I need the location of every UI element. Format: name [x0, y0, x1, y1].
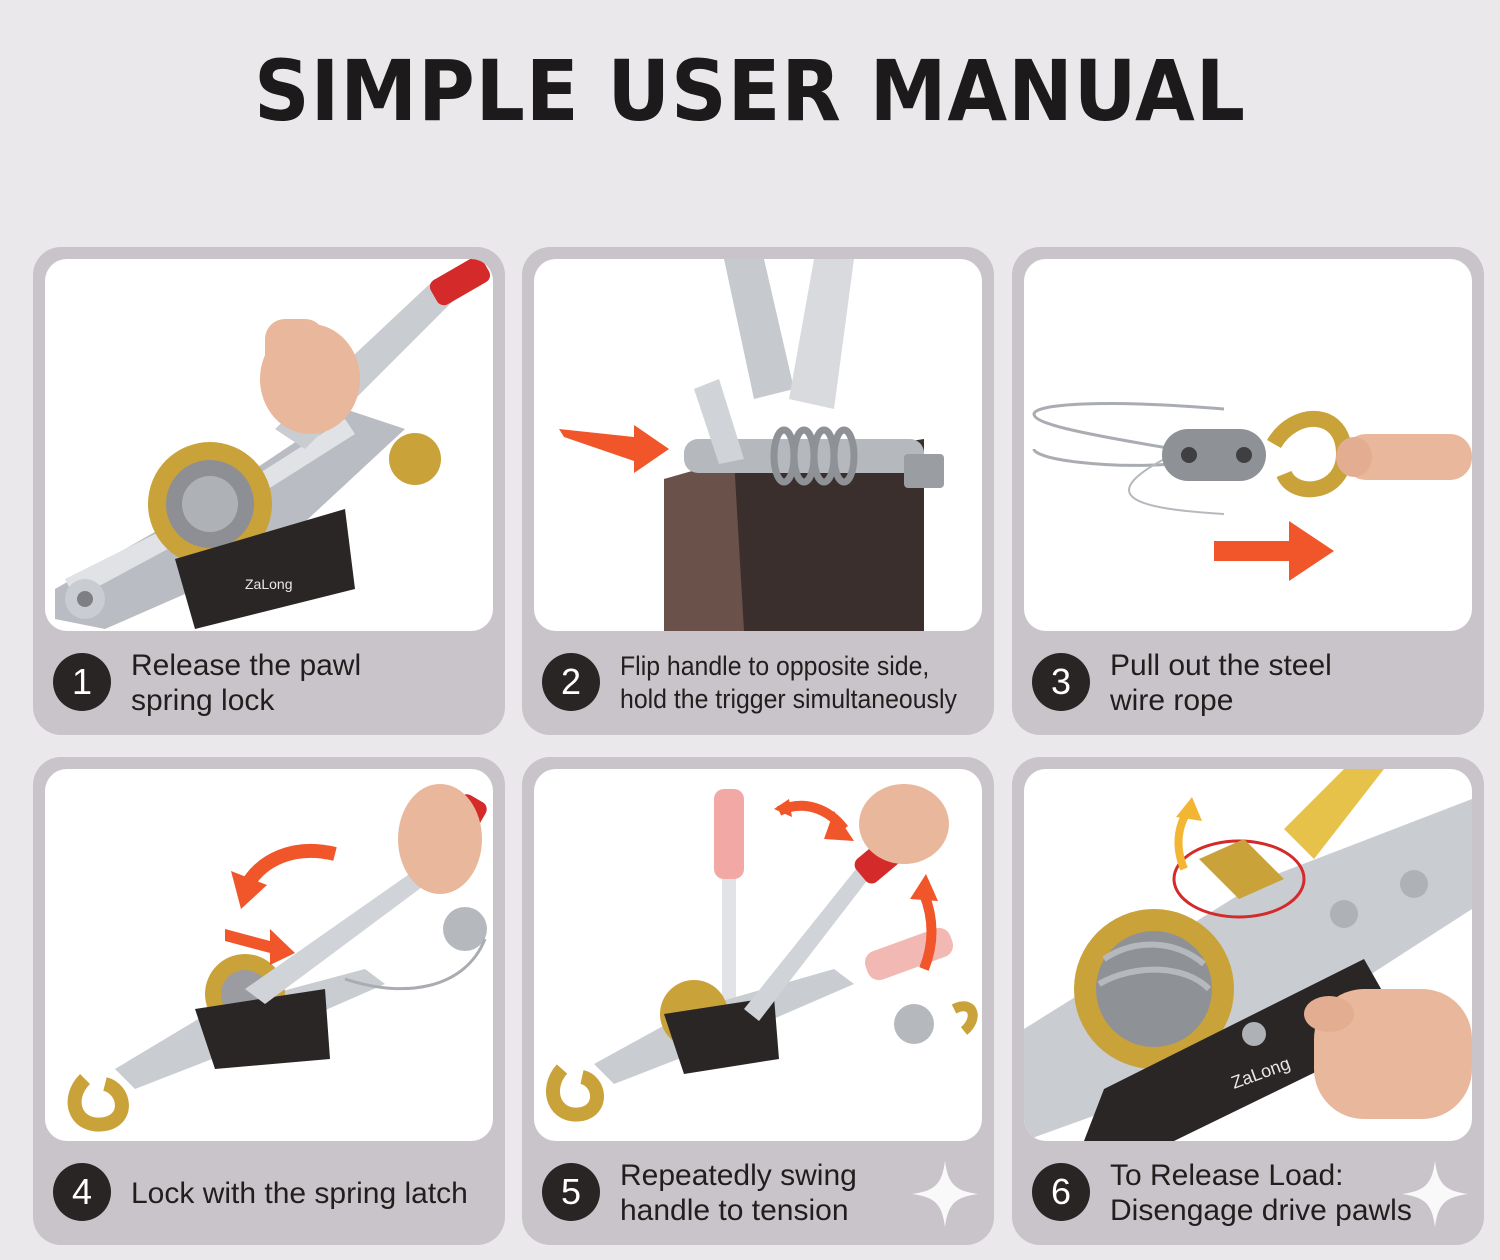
drive-pawls-closeup-illustration: ZaLong: [1024, 769, 1472, 1141]
step-card-4: 4 Lock with the spring latch: [33, 757, 505, 1245]
step-number-badge: 2: [542, 653, 600, 711]
direction-arrow-icon: [774, 799, 938, 971]
caption-line: Flip handle to opposite side,: [620, 651, 930, 681]
step-caption: Flip handle to opposite side, hold the t…: [620, 643, 988, 723]
svg-text:ZaLong: ZaLong: [245, 576, 292, 592]
caption-line: spring lock: [131, 684, 275, 717]
step-caption: To Release Load: Disengage drive pawls: [1110, 1153, 1482, 1233]
direction-arrow-icon: [1174, 797, 1202, 871]
caption-line: Lock with the spring latch: [131, 1176, 468, 1210]
sparkle-icon: [1402, 1161, 1468, 1227]
caption-line: Release the pawl: [131, 649, 362, 682]
step-number-badge: 1: [53, 653, 111, 711]
caption-line: Pull out the steel: [1110, 649, 1332, 682]
step-1-photo: ZaLong: [45, 259, 493, 631]
step-caption: Pull out the steel wire rope: [1110, 643, 1482, 723]
caption-line: To Release Load:: [1110, 1159, 1344, 1192]
pawl-spring-closeup-illustration: [664, 259, 944, 631]
step-3-photo: [1024, 259, 1472, 631]
sparkle-icon: [912, 1161, 978, 1227]
step-card-2: 2 Flip handle to opposite side, hold the…: [522, 247, 994, 735]
latch-lock-illustration: [67, 784, 487, 1132]
direction-arrow-icon: [1214, 521, 1334, 581]
step-5-photo: [534, 769, 982, 1141]
step-caption: Repeatedly swing handle to tension: [620, 1153, 992, 1233]
caption-line: wire rope: [1110, 684, 1234, 717]
step-4-photo: [45, 769, 493, 1141]
step-2-photo: [534, 259, 982, 631]
step-number-badge: 4: [53, 1163, 111, 1221]
page-title: SIMPLE USER MANUAL: [254, 42, 1246, 140]
step-card-1: ZaLong 1 Release the pawl spring lock: [33, 247, 505, 735]
direction-arrow-icon: [225, 843, 337, 965]
caption-line: Disengage drive pawls: [1110, 1194, 1412, 1227]
step-caption: Lock with the spring latch: [131, 1153, 503, 1233]
step-card-6: ZaLong 6 To Release Load: Disengage driv…: [1012, 757, 1484, 1245]
wire-rope-pull-illustration: [1032, 402, 1472, 515]
step-number-badge: 3: [1032, 653, 1090, 711]
step-number-badge: 6: [1032, 1163, 1090, 1221]
caption-line: hold the trigger simultaneously: [620, 684, 957, 714]
step-caption: Release the pawl spring lock: [131, 643, 503, 723]
caption-line: Repeatedly swing: [620, 1159, 857, 1192]
direction-arrow-icon: [559, 425, 669, 473]
handle-swing-illustration: [546, 784, 978, 1122]
step-card-5: 5 Repeatedly swing handle to tension: [522, 757, 994, 1245]
step-card-3: 3 Pull out the steel wire rope: [1012, 247, 1484, 735]
step-6-photo: ZaLong: [1024, 769, 1472, 1141]
step-number-badge: 5: [542, 1163, 600, 1221]
come-along-winch-illustration: ZaLong: [55, 259, 491, 629]
caption-line: handle to tension: [620, 1194, 849, 1227]
